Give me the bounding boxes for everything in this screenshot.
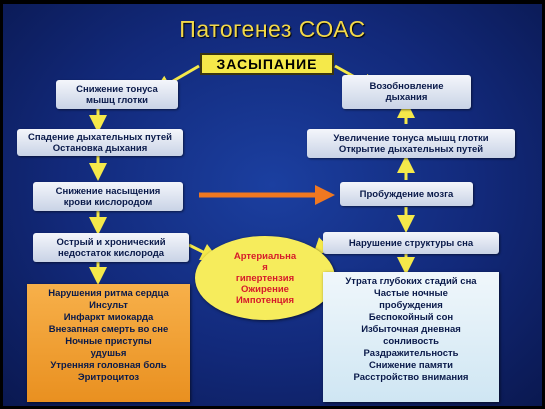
list-item: Утрата глубоких стадий сна xyxy=(345,276,477,287)
list-item: Утренняя головная боль xyxy=(50,360,167,371)
right-node-breathing-resumption: Возобновление дыхания xyxy=(342,75,471,109)
list-item: Эритроцитоз xyxy=(77,372,140,383)
center-ellipse-comorbidities: Артериальна я гипертензия Ожирение Импот… xyxy=(195,236,335,320)
list-item: Частые ночные xyxy=(374,288,448,299)
list-item: Внезапная смерть во сне xyxy=(48,324,169,335)
right-node-brain-arousal: Пробуждение мозга xyxy=(340,182,473,206)
list-item: удушья xyxy=(90,348,127,359)
list-item: сонливость xyxy=(383,336,439,347)
left-node-pharynx-tone-decrease: Снижение тонуса мышц глотки xyxy=(56,80,178,109)
list-item: Беспокойный сон xyxy=(368,312,454,323)
right-consequences-panel: Утрата глубоких стадий сна Частые ночные… xyxy=(323,272,499,402)
left-consequences-panel: Нарушения ритма сердца Инсульт Инфаркт м… xyxy=(27,284,190,402)
left-node-oxygen-saturation-drop: Снижение насыщения крови кислородом xyxy=(33,182,183,211)
list-item: Раздражительность xyxy=(363,348,459,359)
list-item: Снижение памяти xyxy=(369,360,453,371)
right-node-sleep-structure-disruption: Нарушение структуры сна xyxy=(323,232,499,254)
list-item: пробуждения xyxy=(379,300,443,311)
right-node-pharynx-tone-increase: Увеличение тонуса мышц глотки Открытие д… xyxy=(307,129,515,158)
list-item: Расстройство внимания xyxy=(353,372,469,383)
left-node-airway-collapse: Спадение дыхательных путей Остановка дых… xyxy=(17,129,183,156)
list-item: Ночные приступы xyxy=(65,336,152,347)
ellipse-text: Артериальна я гипертензия Ожирение Импот… xyxy=(233,250,297,306)
root-node-falling-asleep: ЗАСЫПАНИЕ xyxy=(200,53,334,75)
slide-title: Патогенез СОАС xyxy=(179,16,366,42)
list-item: Избыточная дневная xyxy=(361,324,461,335)
list-item: Инфаркт миокарда xyxy=(63,312,154,323)
slide: Патогенез СОАС ЗАСЫПАНИЕ Сни xyxy=(3,4,542,406)
left-node-oxygen-deficiency: Острый и хронический недостаток кислород… xyxy=(33,233,189,262)
list-item: Инсульт xyxy=(89,300,128,311)
list-item: Нарушения ритма сердца xyxy=(48,288,169,299)
